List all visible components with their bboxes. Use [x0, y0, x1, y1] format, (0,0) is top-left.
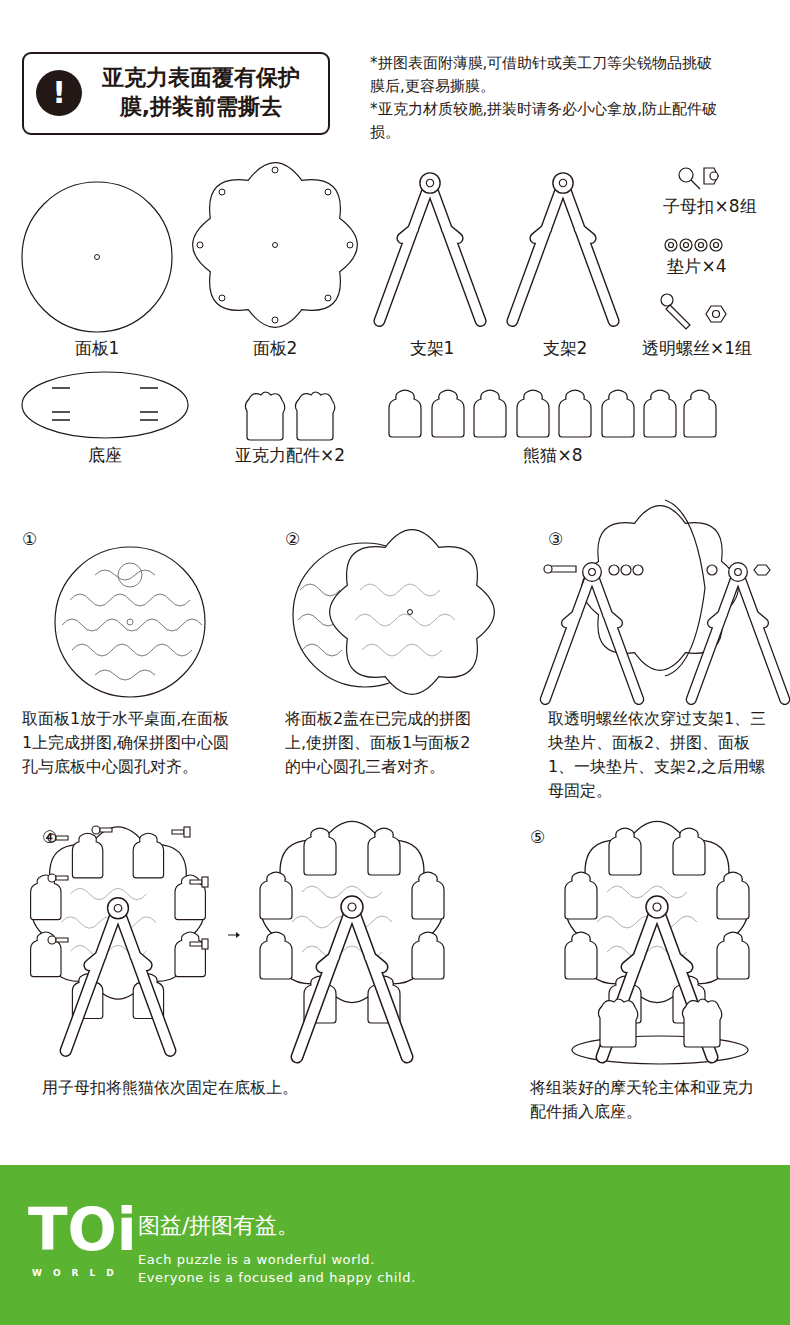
part-name: 面板2 — [225, 336, 325, 362]
alert-circle: ! — [36, 70, 82, 116]
part-name: 亚克力配件×2 — [210, 443, 370, 469]
warning-text: 亚克力表面覆有保护膜,拼装前需撕去 — [94, 64, 308, 121]
part-name: 支架2 — [515, 336, 615, 362]
step-text: 将面板2盖在已完成的拼图上,使拼图、面板1与面板2的中心圆孔三者对齐。 — [285, 707, 481, 779]
alert-mark: ! — [36, 74, 82, 112]
part-name: 底座 — [55, 443, 155, 469]
step-text: 用子母扣将熊猫依次固定在底板上。 — [42, 1076, 502, 1100]
note: *亚克力材质较脆,拼装时请务必小心拿放,防止配件破损。 — [370, 98, 718, 143]
warning-box: 亚克力表面覆有保护膜,拼装前需撕去! — [22, 52, 330, 135]
callout-number: ③ — [548, 527, 578, 553]
part-name: 透明螺丝×1组 — [622, 336, 772, 362]
step-text: 取面板1放于水平桌面,在面板1上完成拼图,确保拼图中心圆孔与底板中心圆孔对齐。 — [22, 707, 236, 779]
part-name: 熊猫×8 — [483, 443, 623, 469]
step-text: 取透明螺丝依次穿过支架1、三块垫片、面板2、拼图、面板1、一块垫片、支架2,之后… — [548, 707, 770, 803]
brand-band: TOiWORLD 图益/拼图有益。 Each puzzle is a wonderf… — [0, 1165, 790, 1325]
callout-number: ① — [22, 527, 52, 553]
callout-number: ④ — [42, 825, 72, 851]
step-text: 将组装好的摩天轮主体和亚克力配件插入底座。 — [530, 1076, 762, 1124]
callout-number: ⑤ — [530, 825, 560, 851]
part-name: 子母扣×8组 — [635, 194, 785, 220]
note: *拼图表面附薄膜,可借助针或美工刀等尖锐物品挑破膜后,更容易撕膜。 — [370, 52, 718, 97]
brand-tagline: Each puzzle is a wonderful world. Everyo… — [138, 1251, 428, 1286]
part-name: 面板1 — [47, 336, 147, 362]
part-name: 支架1 — [382, 336, 482, 362]
brand-sub: WORLD — [32, 1269, 125, 1278]
brand-logo: TOi — [28, 1201, 137, 1259]
callout-number: ② — [285, 527, 315, 553]
part-name: 垫片×4 — [627, 254, 767, 280]
brand-slogan: 图益/拼图有益。 — [138, 1213, 299, 1239]
